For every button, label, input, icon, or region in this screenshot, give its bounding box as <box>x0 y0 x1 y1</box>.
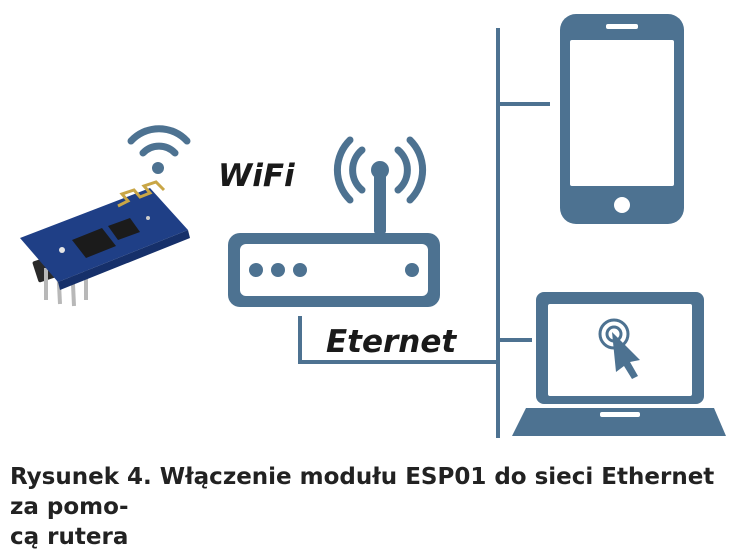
esp01-chip-flash <box>108 218 140 240</box>
esp01-led <box>59 247 65 253</box>
router <box>228 136 440 307</box>
smartphone-screen <box>570 40 674 186</box>
esp01-chip-main <box>72 228 116 258</box>
router-signal-icon <box>333 136 427 204</box>
network-diagram: WiFi Eternet <box>20 14 726 438</box>
ethernet-cabling <box>298 28 550 438</box>
ethernet-label: Eternet <box>326 324 457 360</box>
smartphone <box>560 14 684 224</box>
cursor-click-icon <box>598 318 640 379</box>
figure-caption: Rysunek 4. Włączenie modułu ESP01 do sie… <box>10 462 736 552</box>
esp01-antenna-trace <box>117 180 166 208</box>
laptop-base <box>512 408 726 436</box>
wifi-label: WiFi <box>218 158 295 194</box>
caption-line-2: cą rutera <box>10 524 129 550</box>
router-antenna <box>374 170 386 234</box>
smartphone-home-button <box>614 197 630 213</box>
router-status-lights <box>249 263 419 277</box>
esp01-wifi-icon <box>127 125 191 174</box>
esp01-module <box>20 180 190 307</box>
caption-line-1: Rysunek 4. Włączenie modułu ESP01 do sie… <box>10 464 715 520</box>
laptop <box>512 292 726 436</box>
